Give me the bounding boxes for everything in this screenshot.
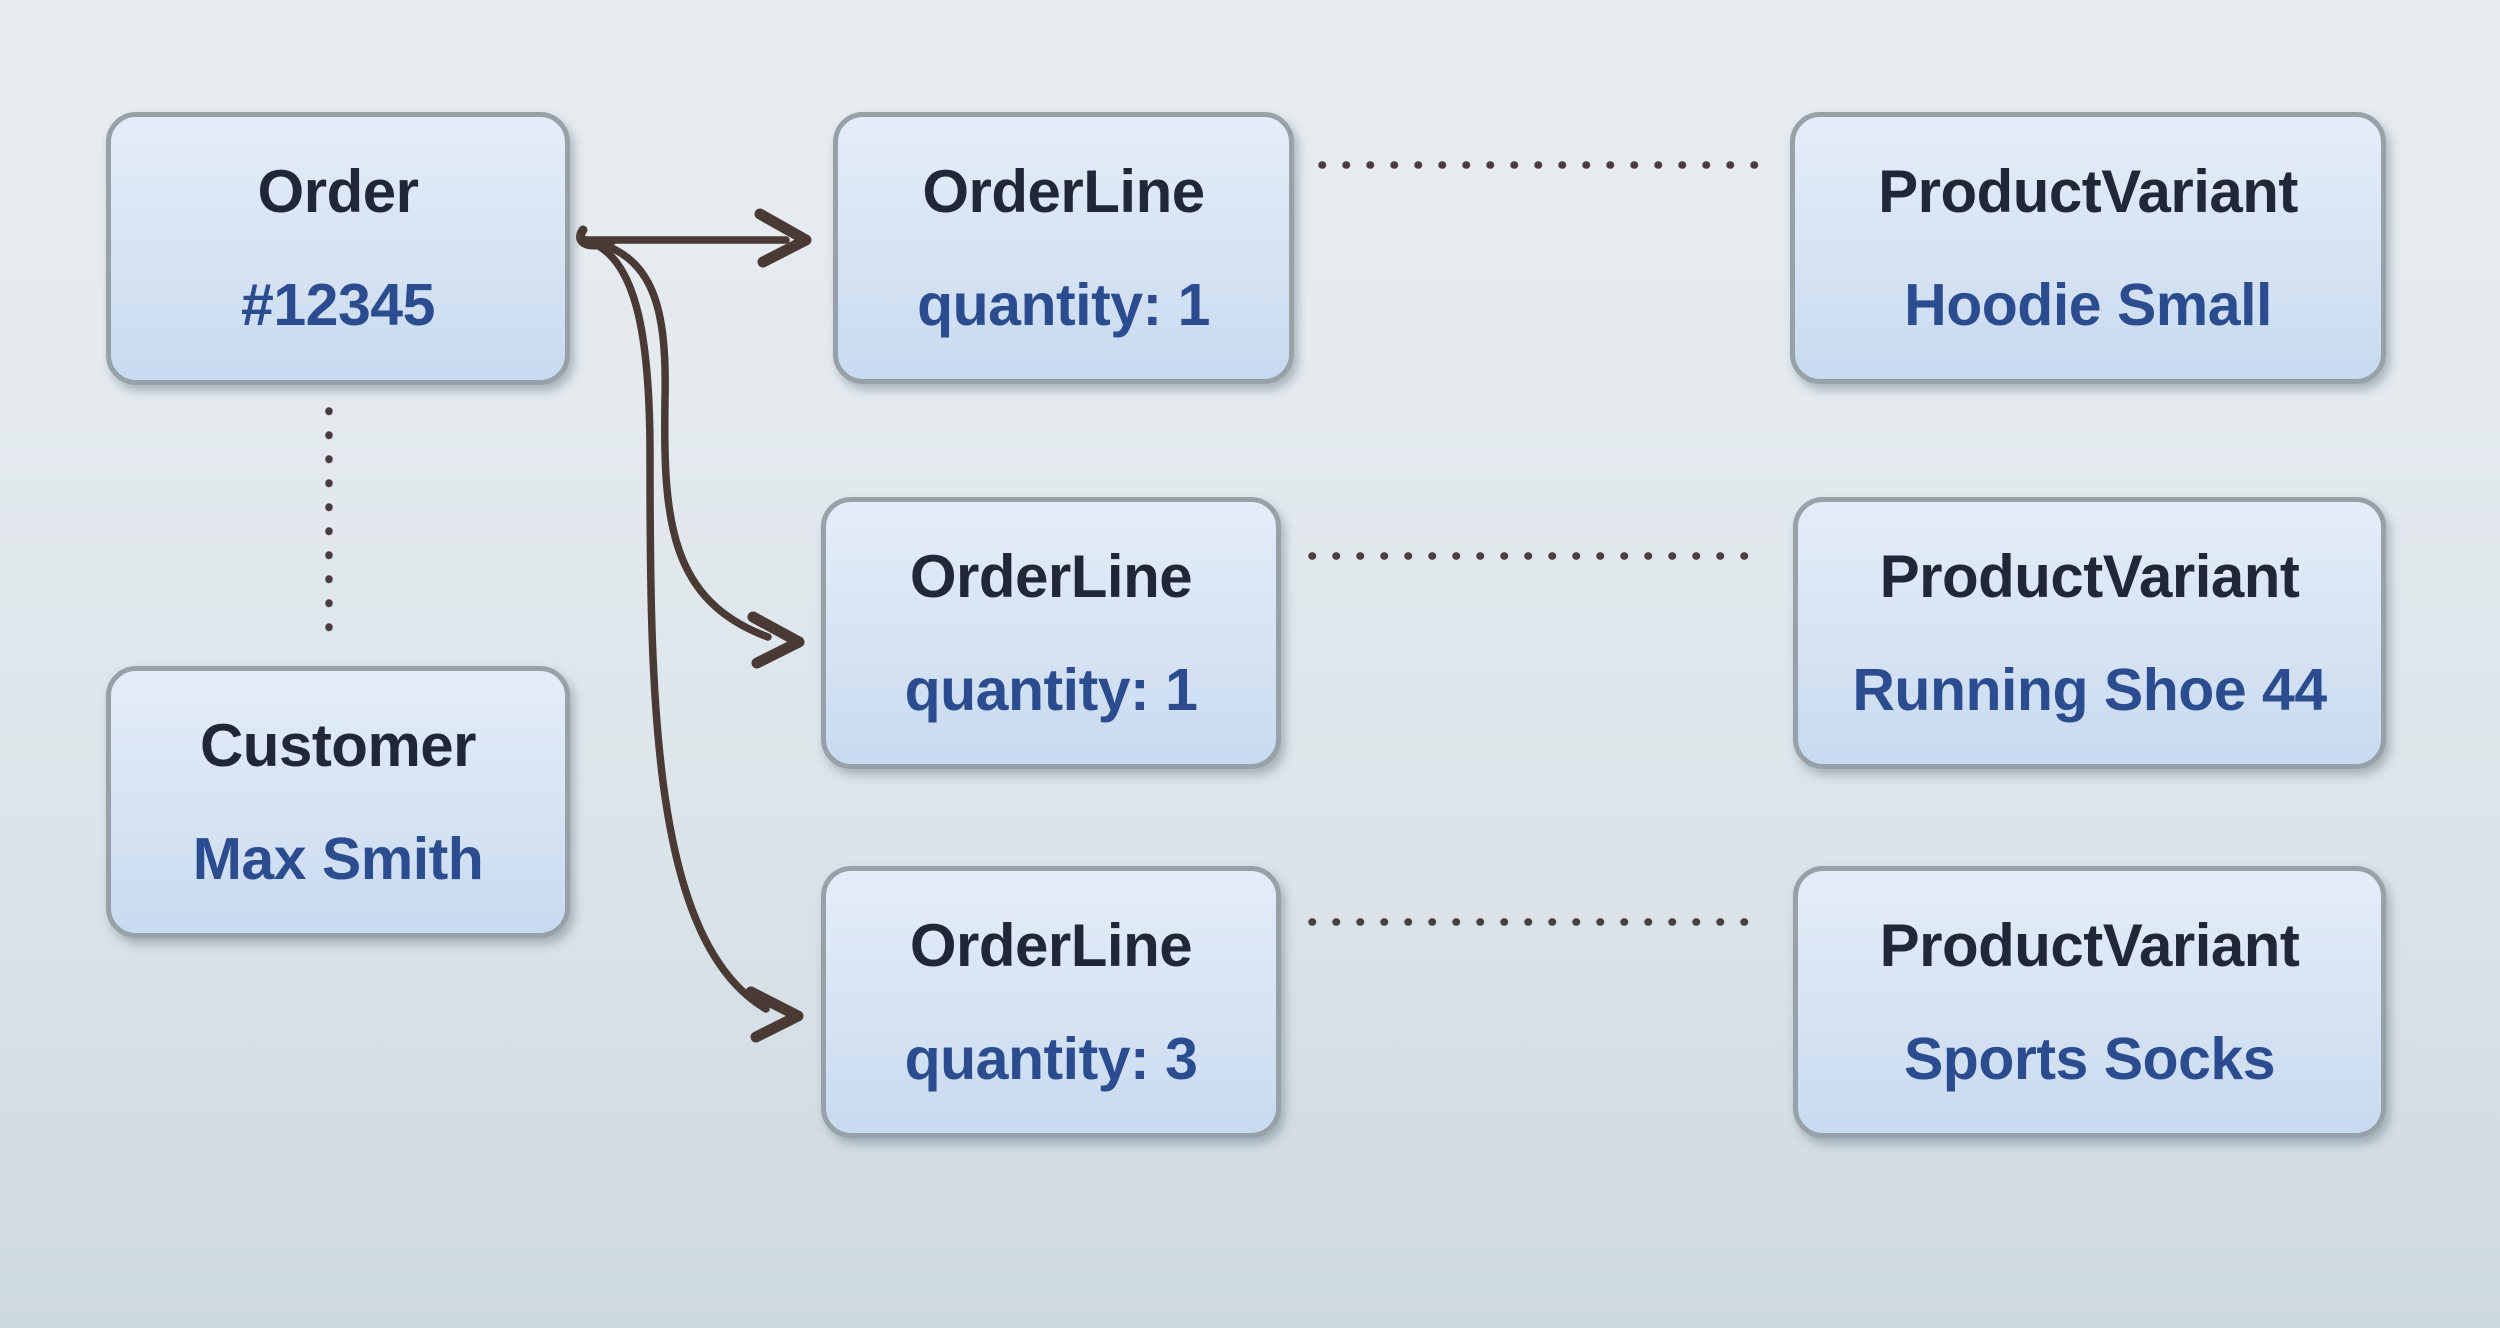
orderline1-title: OrderLine bbox=[922, 157, 1205, 225]
orderline2-quantity: quantity: 1 bbox=[904, 656, 1198, 723]
order-box: Order #12345 bbox=[106, 112, 570, 385]
order-orderline3-arrow bbox=[582, 236, 770, 1013]
productvariant3-name: Sports Socks bbox=[1903, 1025, 2276, 1092]
productvariant1-name: Hoodie Small bbox=[1904, 271, 2272, 338]
orderline1-box: OrderLine quantity: 1 bbox=[833, 112, 1294, 384]
productvariant3-title: ProductVariant bbox=[1879, 911, 2300, 979]
order-title: Order bbox=[257, 158, 419, 225]
order-orderline2-arrowhead-icon bbox=[747, 611, 805, 669]
orderline2-box: OrderLine quantity: 1 bbox=[821, 497, 1281, 769]
customer-box: Customer Max Smith bbox=[106, 666, 570, 938]
orderline3-box: OrderLine quantity: 3 bbox=[821, 866, 1281, 1138]
orderline3-quantity: quantity: 3 bbox=[904, 1025, 1198, 1092]
productvariant2-title: ProductVariant bbox=[1879, 542, 2300, 610]
productvariant1-box: ProductVariant Hoodie Small bbox=[1790, 112, 2386, 384]
customer-name: Max Smith bbox=[192, 825, 484, 892]
order-orderline1-arrowhead-icon bbox=[754, 208, 812, 268]
productvariant2-name: Running Shoe 44 bbox=[1852, 656, 2327, 723]
arrow-origin-hook bbox=[576, 225, 617, 250]
productvariant2-box: ProductVariant Running Shoe 44 bbox=[1793, 497, 2386, 769]
order-orderline3-arrowhead-icon bbox=[745, 986, 804, 1043]
orderline2-title: OrderLine bbox=[909, 542, 1193, 610]
orderline1-quantity: quantity: 1 bbox=[917, 271, 1210, 338]
productvariant1-title: ProductVariant bbox=[1878, 157, 2298, 225]
productvariant3-box: ProductVariant Sports Socks bbox=[1793, 866, 2386, 1138]
orderline3-title: OrderLine bbox=[909, 911, 1193, 979]
order-number: #12345 bbox=[241, 272, 435, 338]
customer-title: Customer bbox=[199, 711, 477, 779]
order-orderline2-arrow bbox=[582, 236, 772, 641]
